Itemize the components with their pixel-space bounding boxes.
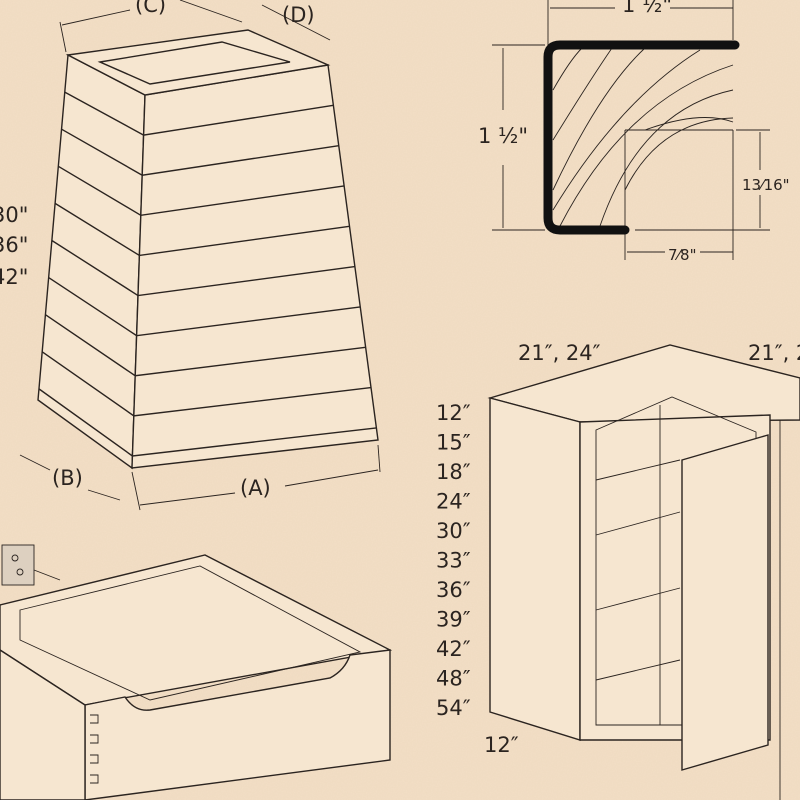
hood-slat-line [57,165,345,217]
cabinet-height-option: 39″ [436,608,471,632]
trim-bottom-width: 7⁄8" [668,246,697,264]
hood-slat-line [64,91,334,136]
hood-height-36: 36" [0,233,28,257]
hood-slat-line [38,388,377,457]
hood-height-42: 42" [0,265,28,289]
hood-slat-line [54,202,350,257]
cabinet-height-option: 30″ [436,519,471,543]
hood-slats [38,91,377,457]
hood-height-30: 30" [0,203,28,227]
cabinet-height-option: 24″ [436,490,471,514]
hood-slat-line [61,128,339,176]
cabinet-depth: 12″ [484,733,519,757]
hood-slat-line [45,314,366,377]
dimension-label-d: (D) [282,3,315,27]
tapered-range-hood: (C) (D) (B) (A) 30" 36" 42" [0,0,381,511]
cabinet-door[interactable] [681,434,769,771]
cabinet-height-option: 12″ [436,401,471,425]
drawer-front [84,649,391,800]
cabinet-height-option: 18″ [436,460,471,484]
metal-corner-profile [543,40,740,235]
trim-inner-height: 13⁄16" [742,176,790,194]
cabinet-height-option: 36″ [436,578,471,602]
drawer-box [0,544,393,800]
cabinet-width-left: 21″, 24″ [518,341,601,365]
cabinet-height-option: 54″ [436,696,471,720]
hood-slat-line [48,276,361,337]
hood-slat-line [41,351,372,417]
cabinet-height-option: 42″ [436,637,471,661]
cabinet-height-option: 15″ [436,431,471,455]
dimension-label-c: (C) [135,0,166,17]
cabinet-width-right: 21″, 2 [748,341,800,365]
cabinet-height-option: 33″ [436,549,471,573]
trim-top-width: 1 ½" [622,0,672,17]
drawer-side [0,649,86,800]
corner-wall-cabinet: 21″, 24″ 21″, 2 12″ 15″ 18″ 24″ 30″ 33″ 36″ 39″… [436,341,800,800]
dimension-label-b: (B) [52,466,83,490]
trim-left-height: 1 ½" [478,124,528,148]
dimension-label-a: (A) [240,476,271,500]
trim-profile-section: 1 ½" 1 ½" 13⁄16" 7⁄8" [478,0,790,264]
hood-slat-line [51,239,355,297]
drawer-interior [19,565,362,701]
cabinet-heights-list: 12″ 15″ 18″ 24″ 30″ 33″ 36″ 39″ 42″ 48″ 54″ [436,401,471,720]
wood-grain [552,47,734,227]
hood-opening [97,41,291,85]
drawer-slide-hardware [1,544,61,586]
cabinet-side [489,397,581,741]
cabinet-height-option: 48″ [436,667,471,691]
dovetail-joint [90,714,99,784]
